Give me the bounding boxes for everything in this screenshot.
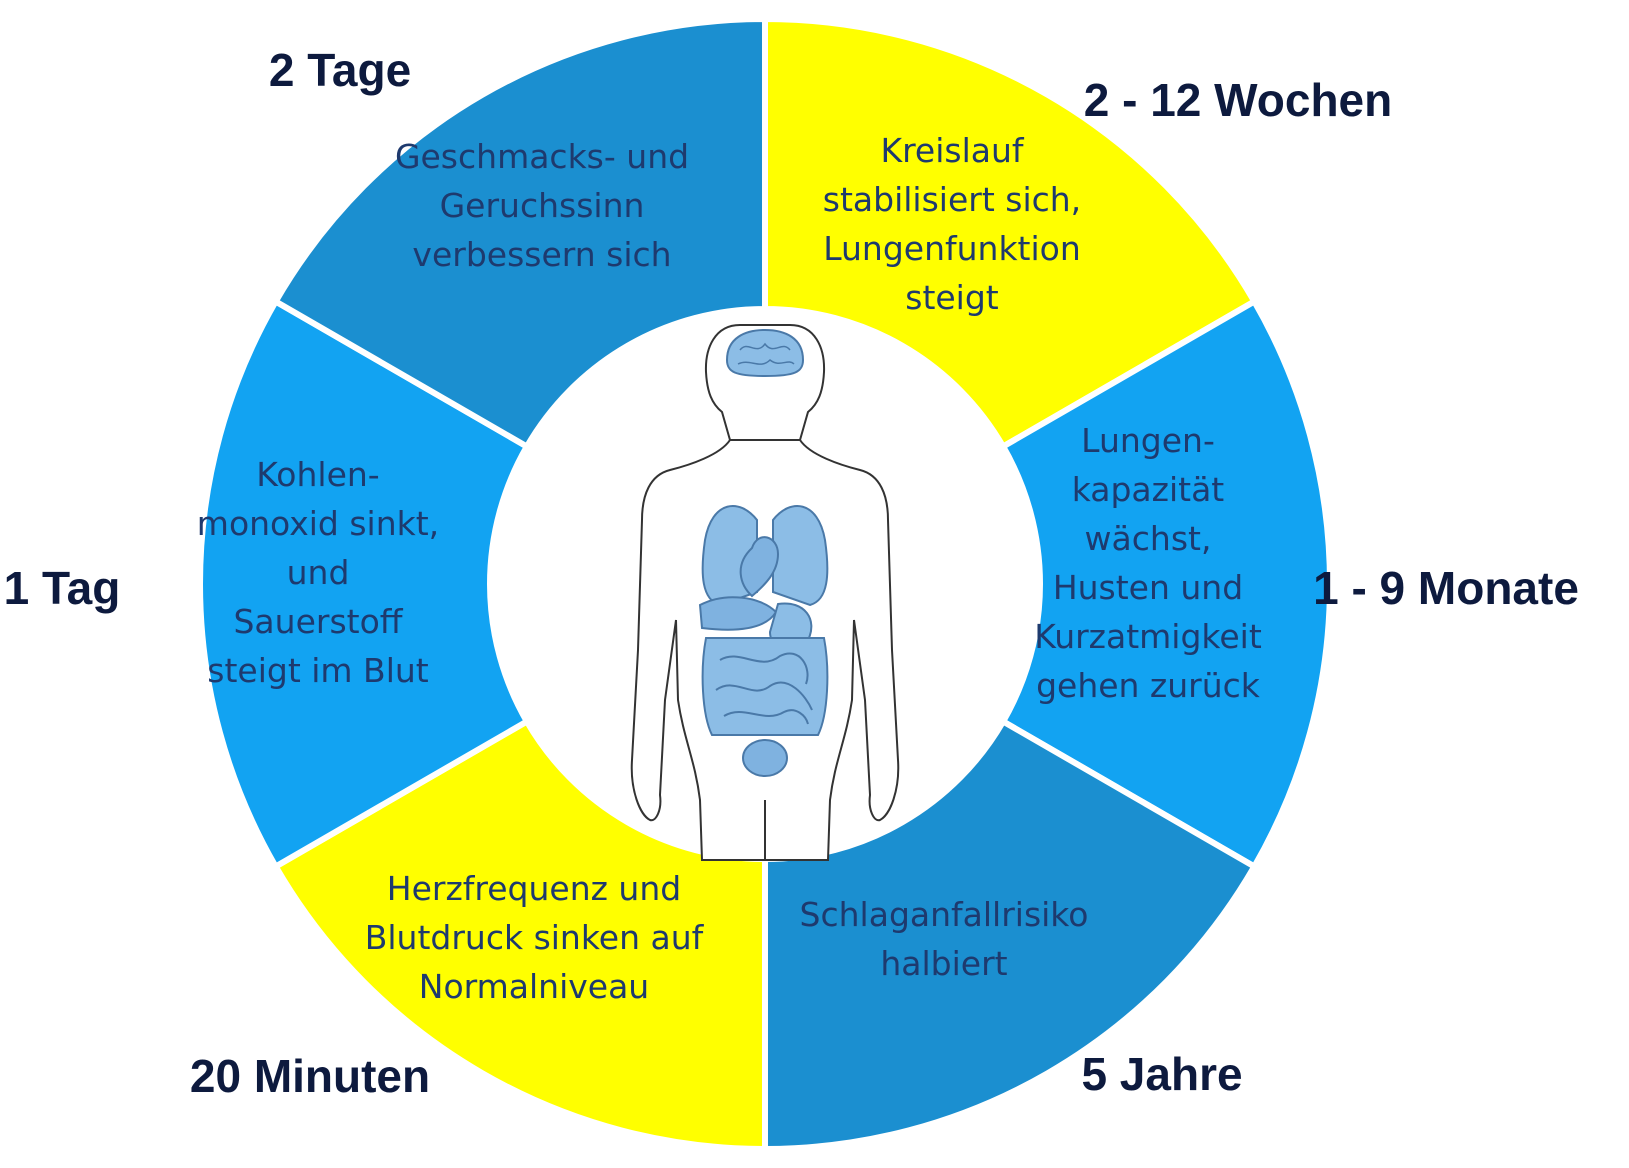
segment-text-line: Sauerstoff: [233, 602, 403, 641]
segment-text-line: Normalniveau: [419, 967, 649, 1006]
segment-text-line: Herzfrequenz und: [387, 869, 681, 908]
segment-text-line: gehen zurück: [1036, 666, 1261, 705]
time-label-5-jahre: 5 Jahre: [1081, 1048, 1242, 1100]
segment-text-line: Lungen-: [1081, 421, 1215, 460]
segment-text-line: monoxid sinkt,: [197, 504, 439, 543]
segment-text-line: Geschmacks- und: [395, 137, 689, 176]
segment-text-line: Husten und: [1053, 568, 1243, 607]
segment-text-line: Blutdruck sinken auf: [365, 918, 705, 957]
segment-text-line: Kreislauf: [880, 131, 1024, 170]
segment-text-line: wächst,: [1085, 519, 1212, 558]
segment-text-line: Kohlen-: [256, 455, 379, 494]
segment-text-line: verbessern sich: [412, 235, 671, 274]
segment-text-line: Kurzatmigkeit: [1034, 617, 1262, 656]
time-label-2-tage: 2 Tage: [269, 44, 411, 96]
segment-text-line: Schlaganfallrisiko: [800, 895, 1089, 934]
segment-text-line: steigt im Blut: [207, 651, 429, 690]
time-label-20-minuten: 20 Minuten: [190, 1050, 430, 1102]
time-label-1-tag: 1 Tag: [4, 562, 121, 614]
time-label-1-9-monate: 1 - 9 Monate: [1313, 562, 1579, 614]
segment-text-line: halbiert: [880, 944, 1007, 983]
time-label-2-12-wochen: 2 - 12 Wochen: [1084, 74, 1392, 126]
segment-text-line: Lungenfunktion: [823, 229, 1081, 268]
segment-text-line: steigt: [905, 278, 999, 317]
segment-text-line: und: [287, 553, 350, 592]
segment-text-line: stabilisiert sich,: [823, 180, 1081, 219]
segment-text-line: Geruchssinn: [440, 186, 645, 225]
segment-text-line: kapazität: [1072, 470, 1225, 509]
